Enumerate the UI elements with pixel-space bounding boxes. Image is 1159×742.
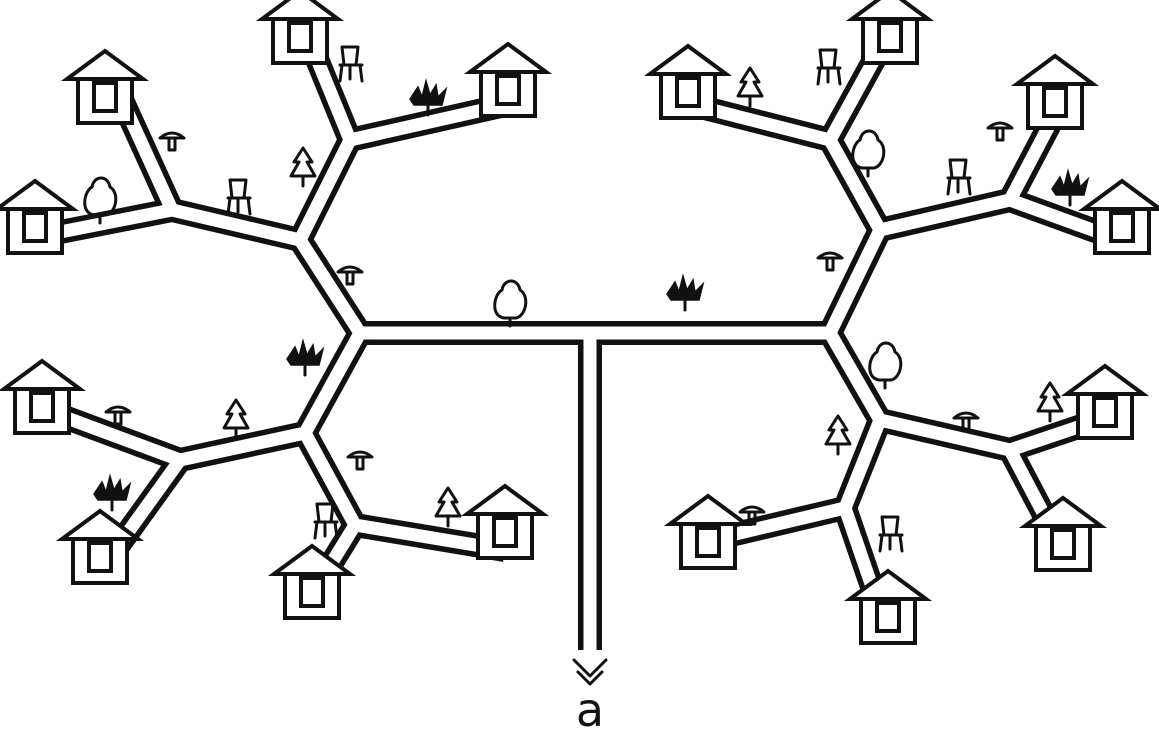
- bush-icon: [870, 343, 901, 388]
- fir-tree-icon: [224, 400, 248, 438]
- fir-tree-icon: [826, 416, 850, 454]
- chair-icon: [948, 160, 970, 194]
- bush-icon: [495, 281, 526, 326]
- shrub-icon: [667, 276, 703, 310]
- diagram-caption: a: [576, 683, 604, 737]
- road-fills: [35, 40, 1120, 662]
- chair-icon: [315, 504, 337, 538]
- road-network: [35, 40, 1120, 684]
- chair-icon: [340, 47, 362, 81]
- shrub-icon: [1052, 171, 1088, 205]
- house-icon: [670, 496, 746, 568]
- house-icon: [0, 181, 73, 253]
- house-icon: [262, 0, 338, 63]
- road-outlines: [35, 40, 1120, 650]
- mushroom-icon: [988, 123, 1012, 140]
- house-icon: [1084, 181, 1159, 253]
- chair-icon: [228, 180, 250, 214]
- shrub-icon: [287, 341, 323, 375]
- house-icon: [1067, 366, 1143, 438]
- mushroom-icon: [160, 133, 184, 150]
- house-icon: [467, 486, 543, 558]
- chair-icon: [818, 50, 840, 84]
- house-icon: [1017, 56, 1093, 128]
- mushroom-icon: [338, 267, 362, 284]
- fir-tree-icon: [1038, 383, 1062, 421]
- mushroom-icon: [348, 452, 372, 469]
- fir-tree-icon: [436, 488, 460, 526]
- fir-tree-icon: [291, 148, 315, 186]
- house-icon: [650, 46, 726, 118]
- house-icon: [67, 51, 143, 123]
- house-icon: [470, 44, 546, 116]
- mushroom-icon: [818, 253, 842, 270]
- exit-arrow-icon: [574, 660, 606, 684]
- house-icon: [4, 361, 80, 433]
- shrub-icon: [94, 476, 130, 510]
- house-icon: [852, 0, 928, 63]
- chair-icon: [880, 517, 902, 551]
- fir-tree-icon: [738, 68, 762, 106]
